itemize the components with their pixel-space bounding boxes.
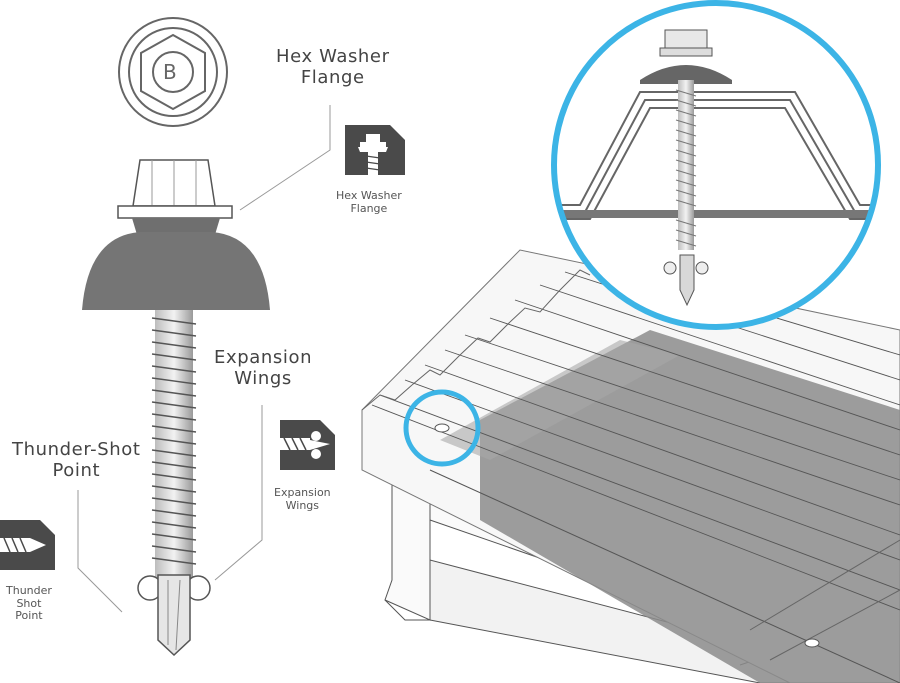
main-screw xyxy=(82,159,270,657)
callout-expansion-wings: Expansion Wings xyxy=(214,347,313,389)
highlight-circle-small xyxy=(403,389,481,467)
leader-lines xyxy=(77,105,331,613)
head-top-view xyxy=(118,17,228,127)
callout-thunder-line2: Point xyxy=(52,459,101,481)
callout-hex-washer-flange: Hex Washer Flange xyxy=(276,46,390,88)
callout-hex-washer-line1: Hex Washer xyxy=(276,46,390,67)
magnifier xyxy=(551,0,881,330)
callout-thunder-line1: Thunder-Shot xyxy=(12,439,141,460)
callout-expansion-line2: Wings xyxy=(234,367,292,389)
expansion-wings-icon xyxy=(280,420,335,470)
callout-expansion-line1: Expansion xyxy=(214,347,313,368)
caption-hex-washer-line1: Hex Washer xyxy=(336,189,402,202)
caption-expansion-line1: Expansion xyxy=(274,486,331,499)
thunder-shot-point-icon xyxy=(0,520,55,570)
caption-expansion-line2: Wings xyxy=(285,498,320,512)
caption-hex-washer-line2: Flange xyxy=(350,201,388,215)
callout-hex-washer-line2: Flange xyxy=(300,66,365,88)
caption-thunder-line3: Point xyxy=(15,609,43,623)
callout-thunder-shot-point: Thunder-Shot Point xyxy=(12,439,141,481)
caption-thunder-shot-point: Thunder Shot Point xyxy=(6,584,52,623)
caption-thunder-line2: Shot xyxy=(16,596,42,610)
caption-hex-washer-flange: Hex Washer Flange xyxy=(336,189,402,215)
roof-scene xyxy=(361,249,900,683)
hex-washer-flange-icon xyxy=(345,125,405,175)
caption-expansion-wings: Expansion Wings xyxy=(274,486,331,512)
head-badge-letter: B xyxy=(163,60,177,84)
caption-thunder-line1: Thunder xyxy=(6,584,52,597)
highlight-circle-large xyxy=(551,0,881,330)
